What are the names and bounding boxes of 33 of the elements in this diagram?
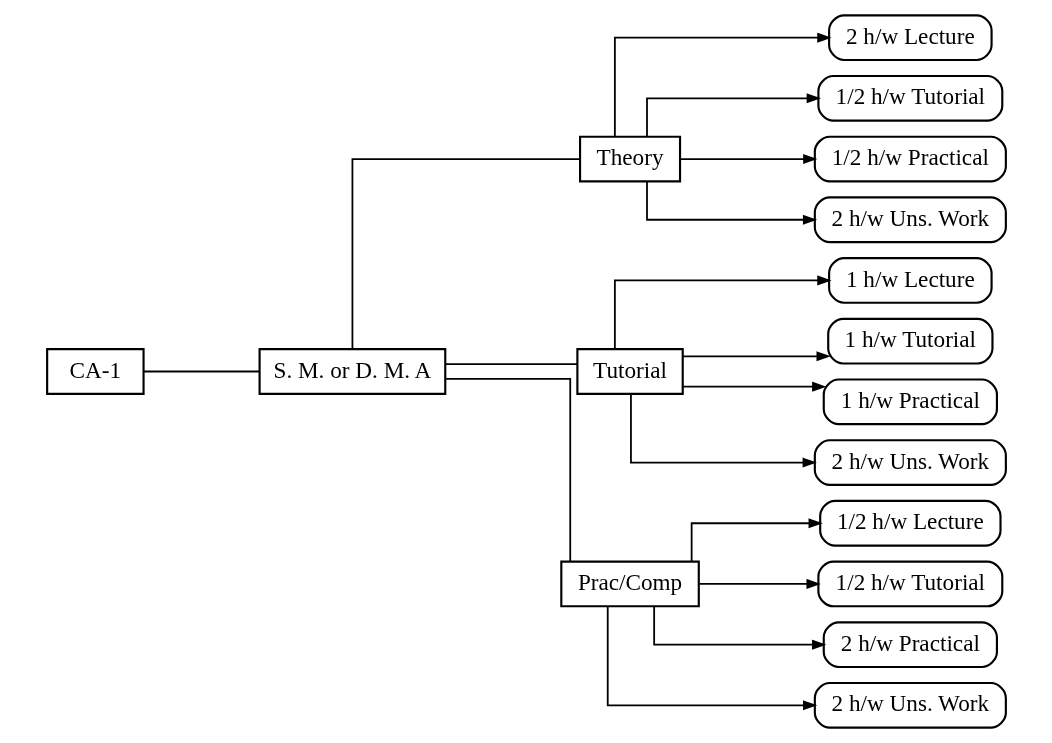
connector xyxy=(142,370,260,373)
node-box: 1 h/w Tutorial xyxy=(826,317,994,365)
arrow xyxy=(690,518,823,563)
arrow xyxy=(681,381,826,392)
arrow xyxy=(681,351,831,362)
arrow xyxy=(613,32,832,138)
arrow xyxy=(645,93,821,138)
node-box: Theory xyxy=(578,135,681,183)
arrow xyxy=(697,578,821,589)
arrow xyxy=(613,275,832,350)
node-box: S. M. or D. M. A xyxy=(258,348,446,395)
node-box: 2 h/w Uns. Work xyxy=(813,681,1007,729)
node-box: 1 h/w Lecture xyxy=(827,257,993,304)
node-box: 2 h/w Uns. Work xyxy=(813,439,1007,486)
node-box: Tutorial xyxy=(575,348,684,395)
node-box: 1/2 h/w Tutorial xyxy=(816,560,1003,608)
node-box: 1 h/w Practical xyxy=(822,378,998,426)
connector xyxy=(351,158,581,350)
node-box: 1/2 h/w Tutorial xyxy=(816,74,1003,122)
connector xyxy=(444,378,571,563)
connector xyxy=(444,363,578,365)
arrow xyxy=(678,154,817,165)
arrow xyxy=(606,605,817,711)
arrow xyxy=(652,605,826,650)
node-box: 2 h/w Practical xyxy=(822,621,998,669)
arrow xyxy=(629,393,817,468)
node-box: CA-1 xyxy=(45,348,145,395)
node-box: 2 h/w Lecture xyxy=(827,14,993,62)
node-box: 1/2 h/w Lecture xyxy=(818,499,1002,547)
node-box: 1/2 h/w Practical xyxy=(813,135,1007,183)
arrow xyxy=(645,180,817,225)
node-box: Prac/Comp xyxy=(559,560,700,608)
node-box: 2 h/w Uns. Work xyxy=(813,196,1007,244)
